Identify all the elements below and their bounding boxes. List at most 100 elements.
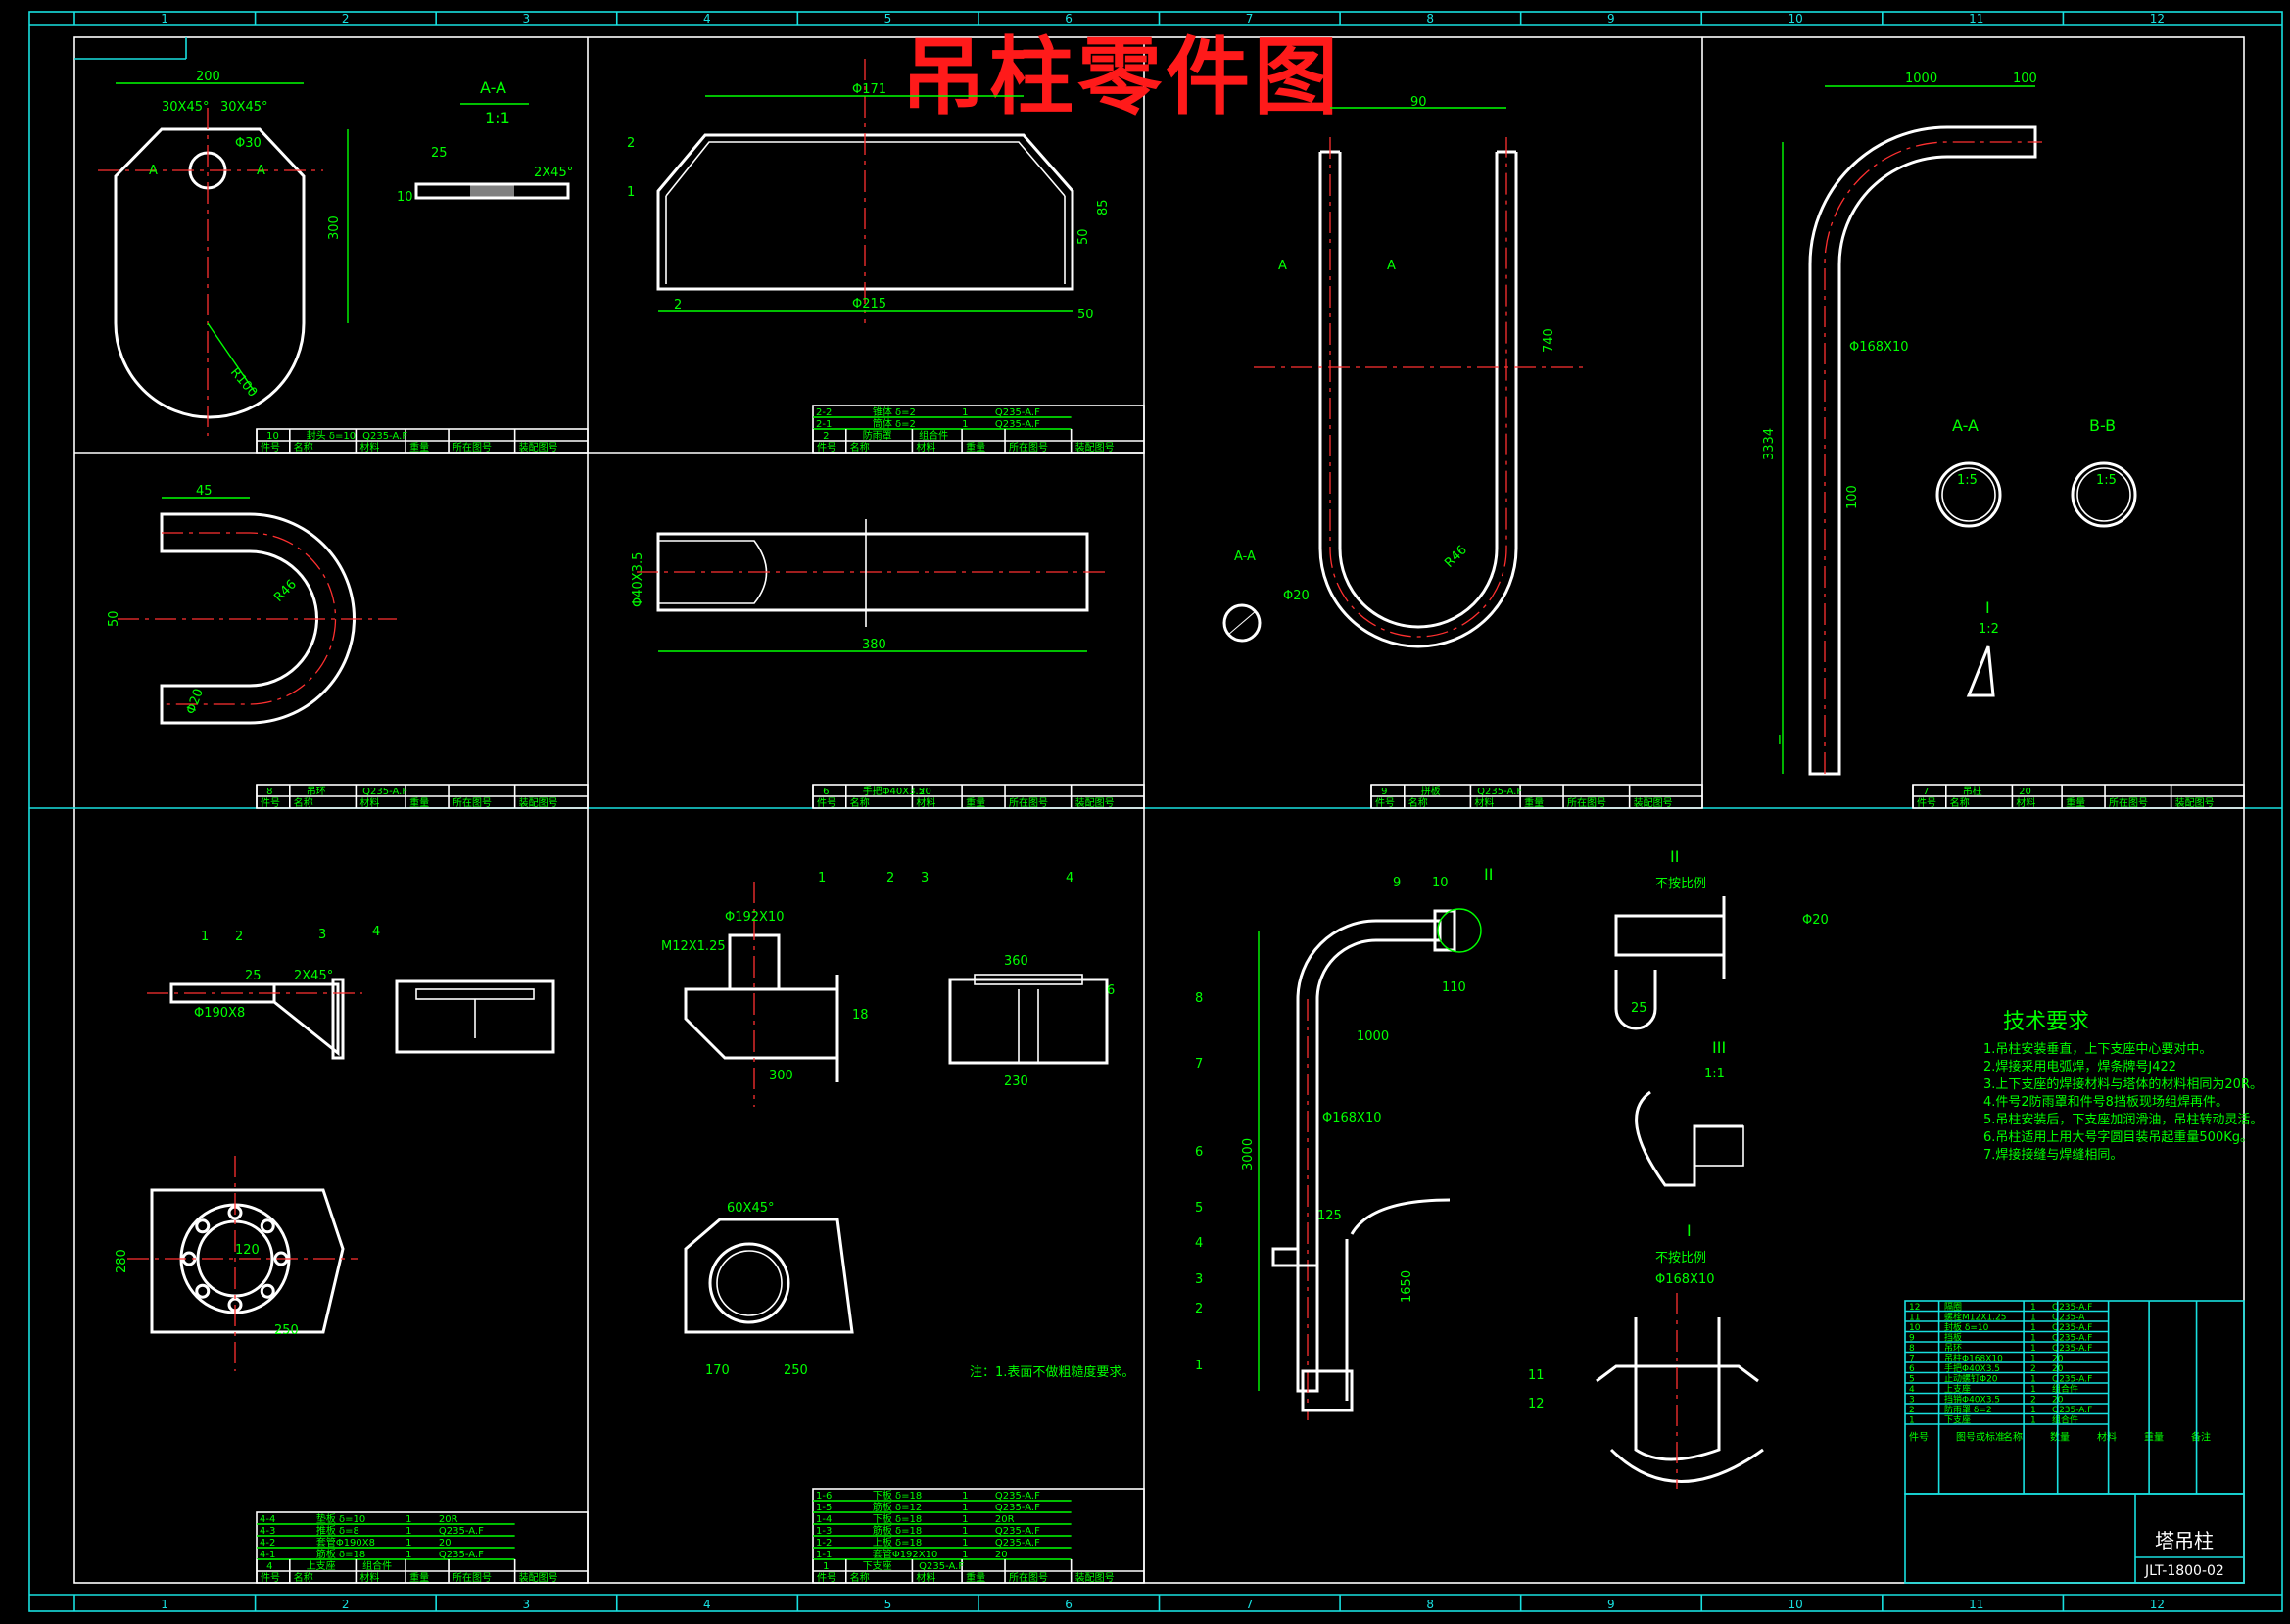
part-9-inner: [1338, 152, 1499, 629]
titleblock-header: 所在图号: [453, 1572, 492, 1584]
titleblock-sub-name: 下板 δ=18: [873, 1489, 922, 1502]
dim-215: Φ215: [852, 297, 886, 311]
section-aa-scale-3: 1:5: [1957, 473, 1978, 488]
section-aa-label: A-A: [480, 78, 506, 97]
titleblock-header: 材料: [1474, 796, 1494, 809]
bom-header: 数量: [2050, 1431, 2070, 1444]
bom-name: 隔圈: [1944, 1302, 1962, 1313]
bolt-hole: [195, 1218, 211, 1234]
grid-col-label: 7: [1246, 12, 1254, 25]
grid-col-label: 2: [342, 12, 350, 25]
dim-25-b: 25: [245, 969, 262, 983]
titleblock-header: 材料: [916, 1571, 935, 1584]
titleblock-sub-name: 筋板 δ=18: [873, 1524, 922, 1537]
titleblock-sub-no: 4-2: [260, 1538, 275, 1549]
titleblock-sub-material: Q235-A.F: [995, 1503, 1040, 1513]
detail-i-leader-12: 12: [1528, 1397, 1545, 1411]
assy-leader-3: 3: [1195, 1272, 1203, 1287]
titleblock-sub-material: Q235-A.F: [439, 1526, 484, 1537]
titleblock-header: 装配图号: [2175, 796, 2215, 809]
titleblock-sub-no: 1-6: [816, 1491, 832, 1502]
titleblock-header: 件号: [261, 1572, 280, 1584]
titleblock-part-no: 4: [266, 1561, 272, 1572]
leader-3-c: 3: [921, 871, 929, 885]
detail-ii-ring: [1614, 970, 1657, 1030]
titleblock-header: 名称: [850, 441, 870, 454]
dim-25-ii: 25: [1631, 1001, 1647, 1016]
part-1-plan-plate: [684, 1218, 854, 1334]
bolt-hole: [260, 1283, 275, 1299]
assy-leader-7: 7: [1195, 1057, 1203, 1072]
titleblock-sub-name: 筋板 δ=12: [873, 1501, 922, 1513]
bom-material: Q235-A.F: [2052, 1323, 2092, 1333]
titleblock-header: 所在图号: [453, 442, 492, 454]
dim-170: 170: [705, 1363, 730, 1378]
titleblock-sub-name: 锥体 δ=2: [873, 406, 916, 418]
titleblock-header: 装配图号: [1075, 441, 1115, 454]
titleblock-header: 件号: [261, 442, 280, 454]
titleblock-part-name: 吊柱: [1963, 785, 1982, 797]
titleblock-sub-qty: 1: [962, 419, 968, 430]
titleblock-header: 所在图号: [1009, 1572, 1048, 1584]
section-aa-rod-hatch: [1227, 610, 1257, 636]
titleblock-header: 重量: [966, 1571, 985, 1584]
detail-i-sketch: [1966, 645, 1995, 697]
assy-leader-1: 1: [1195, 1359, 1203, 1373]
bom-qty: 1: [2030, 1303, 2036, 1313]
dim-18: 18: [852, 1008, 869, 1023]
section-mark-a2: A: [1387, 259, 1396, 273]
titleblock-sub-material: 20: [995, 1550, 1008, 1560]
section-mark-a-left: A: [149, 164, 158, 178]
dim-phi192: Φ192X10: [725, 910, 785, 925]
titleblock-header: 重量: [409, 1571, 429, 1584]
titleblock-sub-no: 1-1: [816, 1550, 832, 1560]
dim-2x45-b: 2X45°: [294, 969, 333, 983]
titleblock-part-no: 8: [266, 787, 272, 797]
detail-ii-circle: [1437, 908, 1482, 953]
detail-ii-not-to-scale: 不按比例: [1655, 877, 1706, 891]
bom-header: 名称: [2003, 1431, 2023, 1444]
detail-ii-mark: II: [1484, 865, 1493, 884]
dim-3334: 3334: [1762, 428, 1777, 460]
titleblock-header: 材料: [916, 796, 935, 809]
bom-no: 8: [1909, 1344, 1915, 1354]
bom-header: 材料: [2097, 1431, 2117, 1444]
dim-phi20-ii: Φ20: [1802, 913, 1829, 928]
titleblock-header: 重量: [2066, 796, 2085, 809]
titleblock-header: 装配图号: [519, 796, 558, 809]
bom-qty: 1: [2030, 1334, 2036, 1344]
part-9-view: 90 740 R46 A A A-A Φ20: [1222, 95, 1587, 648]
dim-50b: 50: [1077, 308, 1094, 322]
detail-iii-label: III: [1712, 1038, 1726, 1057]
titleblock-part-name: 拼板: [1421, 785, 1441, 797]
bom-header: 备注: [2191, 1431, 2211, 1444]
bom-material: Q235-A: [2052, 1314, 2085, 1323]
leader-2: 2: [627, 136, 635, 151]
tech-req-items: 1.吊柱安装垂直，上下支座中心要对中。2.焊接采用电弧焊，焊条牌号J4223.上…: [1983, 1042, 2263, 1163]
titleblock-part-no: 1: [823, 1561, 829, 1572]
part-1-view: Φ192X10 M12X1.25 300 18 1 2 3 360 230 4 …: [661, 871, 1134, 1380]
detail-iii-block: [1694, 1125, 1744, 1167]
main-titleblock: 塔吊柱 JLT-1800-02: [1904, 1493, 2245, 1584]
bom-qty: 1: [2030, 1416, 2036, 1426]
titleblock-sub-no: 4-3: [260, 1526, 275, 1537]
bolt-hole: [260, 1218, 275, 1234]
titleblock-sub-material: 20R: [995, 1514, 1015, 1525]
titleblock-sub-no: 4-1: [260, 1550, 275, 1560]
assy-leader-6: 6: [1195, 1145, 1203, 1160]
titleblock-header: 名称: [294, 1571, 313, 1584]
assembly-view: 3000 Φ168X10 1000 1650 110 125 8 7 6 5 4…: [1195, 865, 1493, 1420]
titleblock-sub-no: 1-5: [816, 1503, 832, 1513]
dim-1000-assy: 1000: [1357, 1029, 1389, 1044]
leader-2-c: 2: [886, 871, 894, 885]
bom-name: 上支座: [1944, 1383, 1971, 1395]
part-4-top-view: [395, 979, 555, 1054]
assembly-rain-cover: [1350, 1198, 1451, 1235]
titleblock-part-name: 上支座: [307, 1559, 336, 1572]
titleblock-header: 装配图号: [1075, 796, 1115, 809]
dim-100: 100: [2013, 72, 2037, 86]
bom-qty: 1: [2030, 1355, 2036, 1364]
dim-200: 200: [196, 70, 220, 84]
bom-header: 重量: [2144, 1431, 2164, 1444]
